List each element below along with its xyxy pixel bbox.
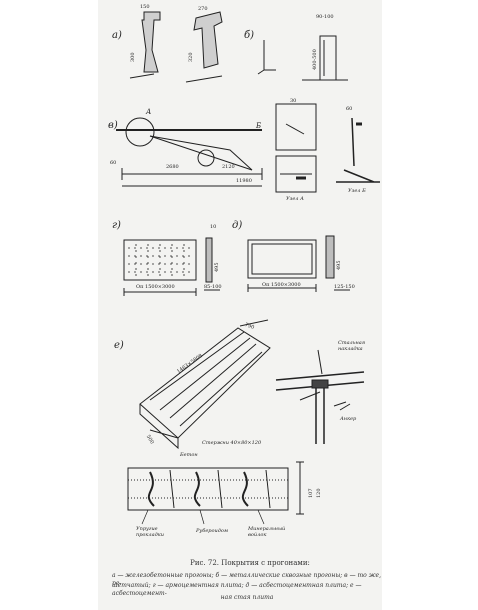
caption-line-1: а — железобетонные прогоны; б — металлич… <box>112 572 381 587</box>
purlin-b-detail <box>319 35 337 81</box>
ferrocement-section <box>205 237 213 283</box>
dim-a-270: 270 <box>198 6 208 12</box>
hollow-slab-section <box>127 467 289 511</box>
dim-a-320: 320 <box>188 52 194 62</box>
callout-anchor: Анкер <box>340 416 357 422</box>
dim-v-60b: 60 <box>346 106 353 112</box>
document-page <box>98 0 382 610</box>
label-d: д) <box>232 220 243 231</box>
ribbed-slab <box>139 327 271 439</box>
asbestos-plate <box>247 239 317 279</box>
label-g: г) <box>112 220 121 231</box>
callout-ruberoid: Рубероидом <box>196 528 229 534</box>
node-a-detail <box>275 103 317 151</box>
truss-node-circle <box>125 117 155 147</box>
dim-v-60: 60 <box>110 160 117 166</box>
dim-e-107: 107 <box>308 488 314 498</box>
node-b-detail <box>336 117 380 183</box>
callout-bar-stock: Стержни 40×80×120 <box>202 440 262 446</box>
point-b-label: Б <box>256 122 262 130</box>
callout-upper-gasket: Упругие прокладки <box>136 526 164 538</box>
truss-dim-line <box>121 168 263 180</box>
purlin-b-section <box>257 40 276 75</box>
dim-b-400-500: 400-500 <box>312 49 318 70</box>
callout-concrete: Бетон <box>180 452 198 458</box>
ferrocement-plate <box>123 239 197 281</box>
dim-g-85-100: 85-100 <box>204 284 222 290</box>
dim-d-size: Оп 1500×3000 <box>262 282 301 288</box>
callout-steel-pad: Стальная накладка <box>338 340 366 352</box>
dim-d-125-150: 125-150 <box>334 284 355 290</box>
dim-v-2680: 2680 <box>166 164 179 170</box>
callout-mineral-wool: Минеральный войлок <box>248 526 286 538</box>
dim-a-150: 150 <box>140 4 150 10</box>
purlin-a-section-2 <box>193 11 223 69</box>
truss-bottom <box>149 135 253 171</box>
dim-v-30: 30 <box>290 98 297 104</box>
point-a-label: А <box>146 108 152 116</box>
label-v: в) <box>108 120 118 131</box>
dim-v-11980: 11980 <box>236 178 252 184</box>
purlin-a-section-1 <box>141 11 161 73</box>
dim-e-120: 120 <box>316 488 322 498</box>
dim-b-90-100: 90-100 <box>316 14 334 20</box>
dim-g-495: 495 <box>214 262 220 272</box>
dim-g-size: Оп 1500×3000 <box>136 284 175 290</box>
dim-d-495: 495 <box>336 260 342 270</box>
figure-title: Рис. 72. Покрытия с прогонами: <box>190 559 310 567</box>
callout-uzel-a: Узел А <box>286 196 304 202</box>
asbestos-section <box>325 235 335 279</box>
label-e: е) <box>114 340 124 351</box>
dim-g-10: 10 <box>210 224 217 230</box>
dim-v-2120: 2120 <box>222 164 235 170</box>
dim-a-300: 300 <box>130 52 136 62</box>
label-b: б) <box>244 30 255 41</box>
caption-line-2: шетчатый; г — армоцементная плита; д — а… <box>112 582 362 597</box>
label-a: а) <box>112 30 122 41</box>
caption-line-3: ная стая плита <box>220 594 274 601</box>
callout-uzel-b: Узел Б <box>348 188 366 194</box>
